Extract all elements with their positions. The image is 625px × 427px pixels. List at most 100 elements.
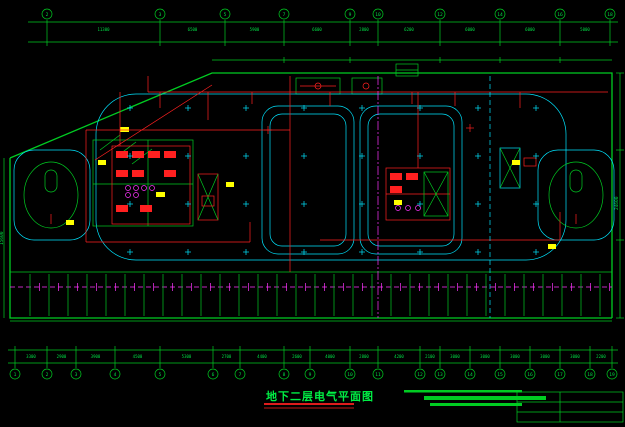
grid-bubble — [234, 368, 246, 380]
grid-bubble-label: 4 — [114, 372, 117, 378]
dimension-text: 4200 — [394, 354, 404, 359]
electrical-room-left — [92, 127, 194, 227]
grid-bubble-label: 17 — [557, 372, 563, 378]
grid-bubble-label: 7 — [283, 12, 286, 18]
dimension-text: 4400 — [257, 354, 267, 359]
bottom-grid-bubbles: 1330022900339004450055300627007440082600… — [9, 346, 618, 380]
dimension-text: 6000 — [465, 27, 475, 32]
scale-bar — [404, 390, 522, 393]
dimension-text: 5300 — [182, 354, 192, 359]
grid-bubble — [41, 368, 53, 380]
grid-bubble-label: 18 — [587, 372, 593, 378]
dimension-text: 3000 — [450, 354, 460, 359]
grid-bubble-label: 14 — [497, 12, 503, 18]
grid-bubble-label: 5 — [159, 372, 162, 378]
grid-bubble — [344, 8, 356, 20]
grid-bubble — [9, 368, 21, 380]
grid-bubble — [70, 368, 82, 380]
dimension-text: 2100 — [425, 354, 435, 359]
electrical-room-center — [385, 167, 451, 221]
grid-bubble — [434, 8, 446, 20]
grid-bubble — [109, 368, 121, 380]
grid-bubble-label: 6 — [212, 372, 215, 378]
grid-bubble — [414, 368, 426, 380]
right-dimension: 24600 — [614, 72, 624, 319]
dimension-text: 6000 — [525, 27, 535, 32]
grid-bubble — [584, 368, 596, 380]
scale-bar — [430, 403, 522, 406]
grid-bubble-label: 19 — [609, 372, 615, 378]
dimension-text: 2700 — [222, 354, 232, 359]
dimension-text: 2800 — [359, 27, 369, 32]
parking-island-left — [261, 105, 355, 255]
grid-bubble — [344, 368, 356, 380]
top-shaft-structures — [295, 63, 419, 95]
grid-bubble-label: 16 — [527, 372, 533, 378]
grid-bubble — [606, 368, 618, 380]
grid-bubble — [554, 8, 566, 20]
grid-bubble-label: 14 — [467, 372, 473, 378]
grid-bubble-label: 3 — [75, 372, 78, 378]
dimension-text: 6500 — [188, 27, 198, 32]
grid-bubble — [434, 368, 446, 380]
grid-bubble-label: 2 — [46, 12, 49, 18]
grid-bubble-label: 10 — [375, 12, 381, 18]
top-dimension-ruler — [28, 21, 618, 63]
stair-core-right — [499, 147, 537, 189]
grid-bubble — [372, 8, 384, 20]
ramp-loop-left — [13, 149, 91, 241]
grid-bubble — [464, 368, 476, 380]
dimension-text: 2900 — [57, 354, 67, 359]
grid-bubble — [278, 8, 290, 20]
dimension-text: 3000 — [510, 354, 520, 359]
dimension-text: 5000 — [580, 27, 590, 32]
grid-bubble — [154, 368, 166, 380]
grid-bubble-label: 5 — [224, 12, 227, 18]
scale-bar — [424, 396, 546, 400]
grid-bubble-label: 10 — [347, 372, 353, 378]
grid-bubble — [372, 368, 384, 380]
grid-bubble — [207, 368, 219, 380]
grid-bubble-label: 3 — [159, 12, 162, 18]
grid-bubble-label: 9 — [349, 12, 352, 18]
dimension-text: 6600 — [312, 27, 322, 32]
grid-bubble-label: 1 — [14, 372, 17, 378]
building-outline — [9, 72, 613, 322]
grid-bubble-label: 13 — [437, 372, 443, 378]
grid-bubble-label: 2 — [46, 372, 49, 378]
grid-bubble — [278, 368, 290, 380]
dimension-text: 2800 — [359, 354, 369, 359]
parking-island-right — [359, 105, 463, 255]
dimension-text: 3300 — [26, 354, 36, 359]
drawing-title: 地下二层电气平面图 — [264, 389, 374, 409]
bottom-dimension-ruler — [8, 349, 618, 364]
dimension-text: 11300 — [97, 27, 110, 32]
dimension-text: 3000 — [480, 354, 490, 359]
grid-bubble-label: 15 — [497, 372, 503, 378]
left-dimension: 15600 — [0, 158, 5, 318]
left-dimension-text: 15600 — [0, 231, 5, 245]
dimension-text: 3000 — [540, 354, 550, 359]
scale-bars — [404, 390, 546, 406]
dimension-text: 5900 — [250, 27, 260, 32]
top-grid-bubbles: 2113003650055900766009280010620012600014… — [41, 8, 616, 46]
grid-bubble — [494, 8, 506, 20]
dimension-text: 4000 — [325, 354, 335, 359]
grid-bubble — [41, 8, 53, 20]
parking-stall-row — [29, 274, 610, 316]
right-dimension-text: 24600 — [614, 196, 620, 210]
drawing-title-text: 地下二层电气平面图 — [266, 389, 374, 403]
dimension-text: 2200 — [596, 354, 606, 359]
grid-bubble-label: 12 — [437, 12, 443, 18]
grid-bubble — [154, 8, 166, 20]
grid-bubble-label: 18 — [607, 12, 613, 18]
column-grid-marks — [127, 105, 539, 255]
grid-bubble — [554, 368, 566, 380]
grid-bubble-label: 16 — [557, 12, 563, 18]
grid-bubble-label: 9 — [309, 372, 312, 378]
grid-bubble-label: 11 — [375, 372, 381, 378]
grid-bubble-label: 7 — [239, 372, 242, 378]
driving-lane-loop — [95, 93, 567, 261]
